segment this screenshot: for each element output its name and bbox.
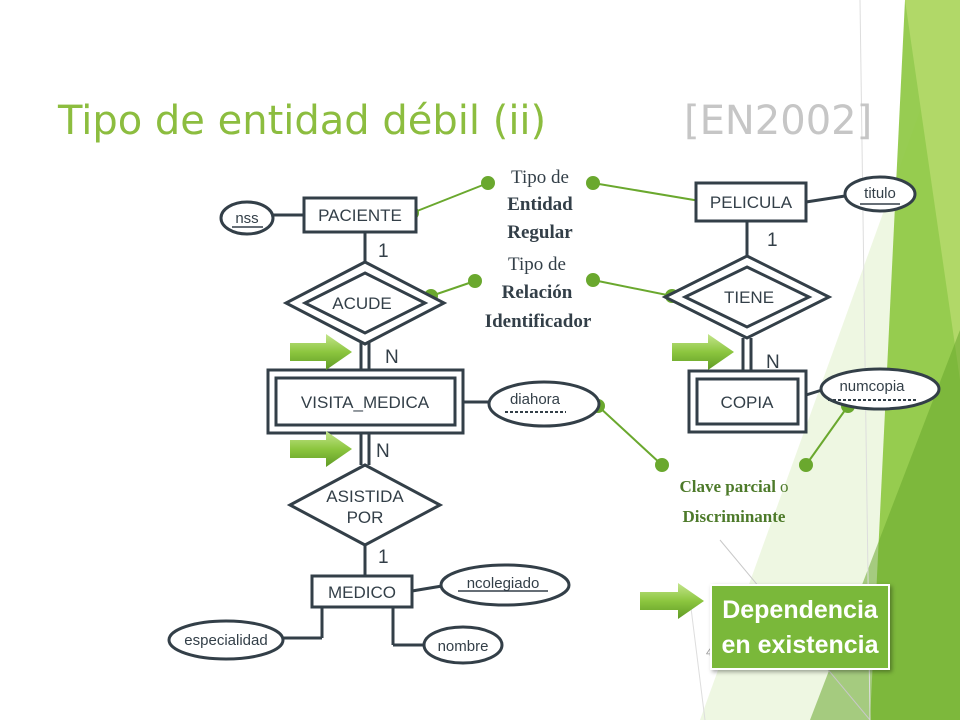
- attribute-numcopia-label: numcopia: [839, 378, 905, 395]
- attribute-nombre-label: nombre: [438, 638, 489, 655]
- cardinality-pelicula-tiene: 1: [767, 230, 778, 251]
- relationship-acude: ACUDE: [282, 260, 448, 346]
- relationship-asistida-por: ASISTIDA POR: [286, 463, 444, 547]
- entity-paciente-label: PACIENTE: [318, 206, 402, 225]
- annotation-partial-key-bold: Clave parcial: [680, 477, 777, 496]
- entity-medico: MEDICO: [310, 574, 414, 609]
- attribute-nss: nss: [219, 200, 275, 236]
- dependency-arrow-acude: [290, 334, 352, 370]
- relationship-asistida-label-line2: POR: [347, 508, 384, 527]
- relationship-asistida-label-line1: ASISTIDA: [326, 487, 404, 506]
- callout-line2: en existencia: [721, 631, 879, 659]
- annotation-identifier-line2: Relación: [502, 282, 573, 303]
- callout-line1: Dependencia: [722, 596, 878, 624]
- annotation-regular-line3: Regular: [507, 222, 573, 243]
- relationship-tiene: TIENE: [661, 254, 833, 340]
- cardinality-visita-asistida: N: [376, 441, 390, 462]
- slide-title: Tipo de entidad débil (ii): [58, 98, 547, 144]
- cardinality-asistida-medico: 1: [378, 547, 389, 568]
- page-number: 4: [706, 647, 712, 659]
- attribute-ncolegiado: ncolegiado: [439, 563, 571, 607]
- relationship-acude-label: ACUDE: [332, 294, 392, 313]
- attribute-ncolegiado-label: ncolegiado: [467, 575, 540, 592]
- attribute-titulo: titulo: [843, 175, 917, 213]
- annotation-regular-line2: Entidad: [507, 194, 573, 215]
- annotation-identifier-line1: Tipo de: [508, 254, 566, 275]
- entity-copia: COPIA: [687, 369, 808, 434]
- cardinality-tiene-copia: N: [766, 352, 780, 373]
- entity-medico-label: MEDICO: [328, 583, 396, 602]
- entity-copia-label: COPIA: [721, 393, 775, 412]
- attribute-nss-label: nss: [235, 210, 258, 227]
- entity-pelicula: PELICULA: [694, 181, 808, 223]
- annotation-regular-line1: Tipo de: [511, 167, 569, 188]
- relationship-tiene-label: TIENE: [724, 288, 774, 307]
- attribute-nombre: nombre: [422, 625, 504, 665]
- attribute-titulo-label: titulo: [864, 185, 896, 202]
- dependency-arrow-legend: [640, 583, 704, 619]
- entity-pelicula-label: PELICULA: [710, 193, 793, 212]
- entity-visita-medica-label: VISITA_MEDICA: [301, 393, 430, 412]
- attribute-diahora: diahora: [487, 380, 601, 428]
- attribute-diahora-label: diahora: [510, 391, 561, 408]
- annotation-partial-key-conj: o: [780, 477, 789, 496]
- entity-paciente: PACIENTE: [302, 196, 418, 234]
- cardinality-acude-visita: N: [385, 347, 399, 368]
- annotation-partial-key-line2: Discriminante: [683, 507, 786, 526]
- dependency-arrow-tiene: [672, 334, 734, 370]
- annotation-identifier-line3: Identificador: [485, 311, 592, 332]
- entity-visita-medica: VISITA_MEDICA: [266, 368, 465, 435]
- dependency-arrow-asistida: [290, 431, 352, 467]
- slide-reference: [EN2002]: [684, 98, 873, 144]
- attribute-especialidad: especialidad: [167, 619, 285, 661]
- attribute-especialidad-label: especialidad: [184, 632, 267, 649]
- cardinality-paciente-acude: 1: [378, 241, 389, 262]
- attribute-numcopia: numcopia: [819, 367, 941, 411]
- dependency-callout: Dependencia en existencia: [710, 584, 890, 670]
